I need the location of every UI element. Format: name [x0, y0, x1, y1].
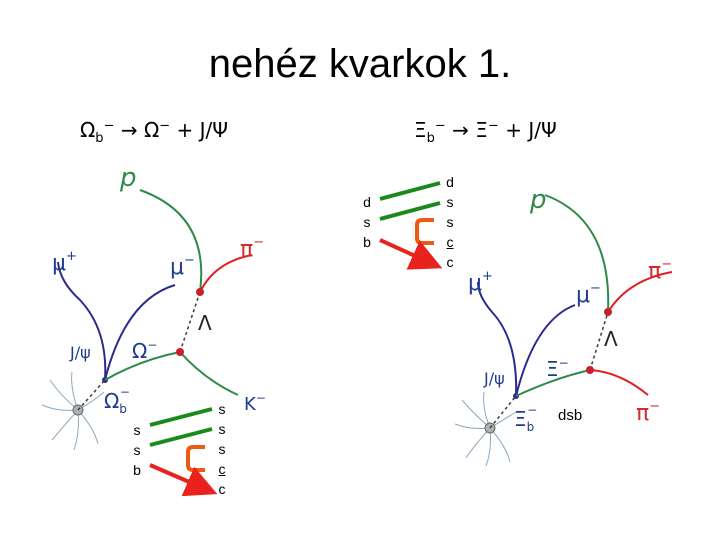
- right-reaction: Ξb− → Ξ− + J/Ψ: [414, 118, 557, 146]
- left-quark-initial-3: b: [133, 462, 141, 478]
- left-lambda-track: [179, 291, 201, 353]
- left-decay-diagram: p μ+ μ− π− Λ J/ψ Ω− Ωb− K−: [41, 163, 266, 497]
- right-label-xi-minus: Ξ−: [546, 356, 569, 381]
- right-quark-note: dsb: [558, 407, 583, 424]
- left-lambda-vertex: [196, 288, 204, 296]
- left-quark-arrow: [149, 463, 218, 497]
- left-pion-track: [199, 254, 253, 293]
- left-quark-final-3: s: [218, 441, 226, 457]
- left-label-jpsi: J/ψ: [69, 343, 91, 362]
- right-parent-sub: b: [426, 131, 435, 146]
- left-arrow: →: [120, 118, 138, 142]
- right-mu-plus-track: [477, 281, 518, 397]
- left-reaction: Ωb− → Ω− + J/Ψ: [80, 118, 228, 146]
- left-parent-sub: b: [95, 131, 104, 146]
- left-omega-vertex: [176, 348, 184, 356]
- right-label-mu-plus: μ+: [468, 269, 493, 296]
- left-label-p: p: [119, 163, 137, 193]
- left-product: Ω: [143, 118, 160, 142]
- left-quark-final-4: c: [218, 461, 226, 477]
- left-omega-minus-track: [104, 351, 181, 381]
- right-quark-final-3: s: [446, 214, 454, 230]
- right-lambda-track: [589, 311, 609, 371]
- right-lambda-vertex: [604, 308, 612, 316]
- slide-title: nehéz kvarkok 1.: [208, 42, 512, 86]
- right-quark-initial-1: d: [363, 194, 371, 210]
- left-quark-final-1: s: [218, 401, 226, 417]
- left-quark-final-5: c: [218, 481, 226, 497]
- right-c-symbol: [415, 218, 434, 245]
- right-label-mu-minus: μ−: [576, 281, 601, 308]
- left-label-omega-minus: Ω−: [132, 338, 157, 363]
- right-product-sup: −: [487, 118, 499, 134]
- right-proton-track: [544, 194, 610, 313]
- left-omega-b-track: [77, 379, 106, 411]
- right-quark-initial-2: s: [363, 214, 371, 230]
- left-label-omega-b: Ωb−: [104, 385, 130, 416]
- right-parent-sup: −: [434, 118, 446, 134]
- right-mu-minus-track: [515, 304, 576, 397]
- right-label-p: p: [529, 185, 547, 215]
- left-label-lambda: Λ: [198, 311, 212, 335]
- right-decay-diagram: p μ+ μ− π− Λ J/ψ Ξ− Ξb− π−: [379, 181, 673, 467]
- right-xi-b-track: [489, 395, 517, 429]
- left-quark-final-2: s: [218, 421, 226, 437]
- left-parent-sup: −: [103, 118, 115, 134]
- right-arrow: →: [452, 118, 469, 142]
- left-quark-line-2: [149, 427, 213, 447]
- right-quark-line-2: [379, 201, 441, 221]
- right-quarks-initial: d s b: [360, 192, 374, 252]
- right-xi-vertex: [586, 366, 594, 374]
- left-quarks-final: s s s c c: [215, 399, 229, 499]
- right-label-jpsi: J/ψ: [483, 369, 505, 388]
- left-quark-initial-1: s: [133, 422, 141, 438]
- left-c-symbol: [186, 445, 205, 472]
- right-quark-initial-3: b: [363, 234, 371, 250]
- right-quark-final-5: c: [446, 254, 454, 270]
- left-quark-line-1: [149, 407, 213, 427]
- left-quark-initial-2: s: [133, 442, 141, 458]
- right-pion-bottom-track: [589, 369, 649, 396]
- left-mu-minus-track: [104, 284, 176, 381]
- left-label-pi-minus: π−: [240, 235, 264, 262]
- right-label-pi-minus-top: π−: [648, 257, 672, 284]
- left-product-sup: −: [159, 118, 171, 134]
- right-quark-arrow: [379, 238, 443, 270]
- right-quark-final-1: d: [446, 174, 454, 190]
- right-label-pi-minus-bottom: π−: [636, 399, 660, 426]
- right-quark-final-4: c: [446, 234, 454, 250]
- left-quarks-initial: s s b: [130, 420, 144, 480]
- right-label-xi-b: Ξb−: [514, 403, 537, 434]
- left-parent: Ω: [80, 118, 96, 142]
- right-quarks-final: d s s c c: [443, 172, 457, 272]
- left-proton-track: [139, 189, 203, 293]
- right-label-lambda: Λ: [604, 327, 618, 351]
- right-plus: + J/Ψ: [505, 118, 557, 142]
- right-xi-minus-track: [515, 369, 591, 397]
- left-mu-plus-track: [57, 261, 107, 381]
- right-pion-top-track: [607, 271, 673, 313]
- left-label-kaon: K−: [244, 391, 266, 415]
- right-product: Ξ: [475, 118, 488, 142]
- left-kaon-track: [179, 351, 239, 396]
- right-parent: Ξ: [414, 118, 427, 142]
- left-plus: + J/Ψ: [176, 118, 229, 142]
- left-label-mu-minus: μ−: [170, 253, 195, 280]
- right-quark-final-2: s: [446, 194, 454, 210]
- left-label-mu-plus: μ+: [52, 249, 77, 276]
- right-quark-line-1: [379, 181, 441, 201]
